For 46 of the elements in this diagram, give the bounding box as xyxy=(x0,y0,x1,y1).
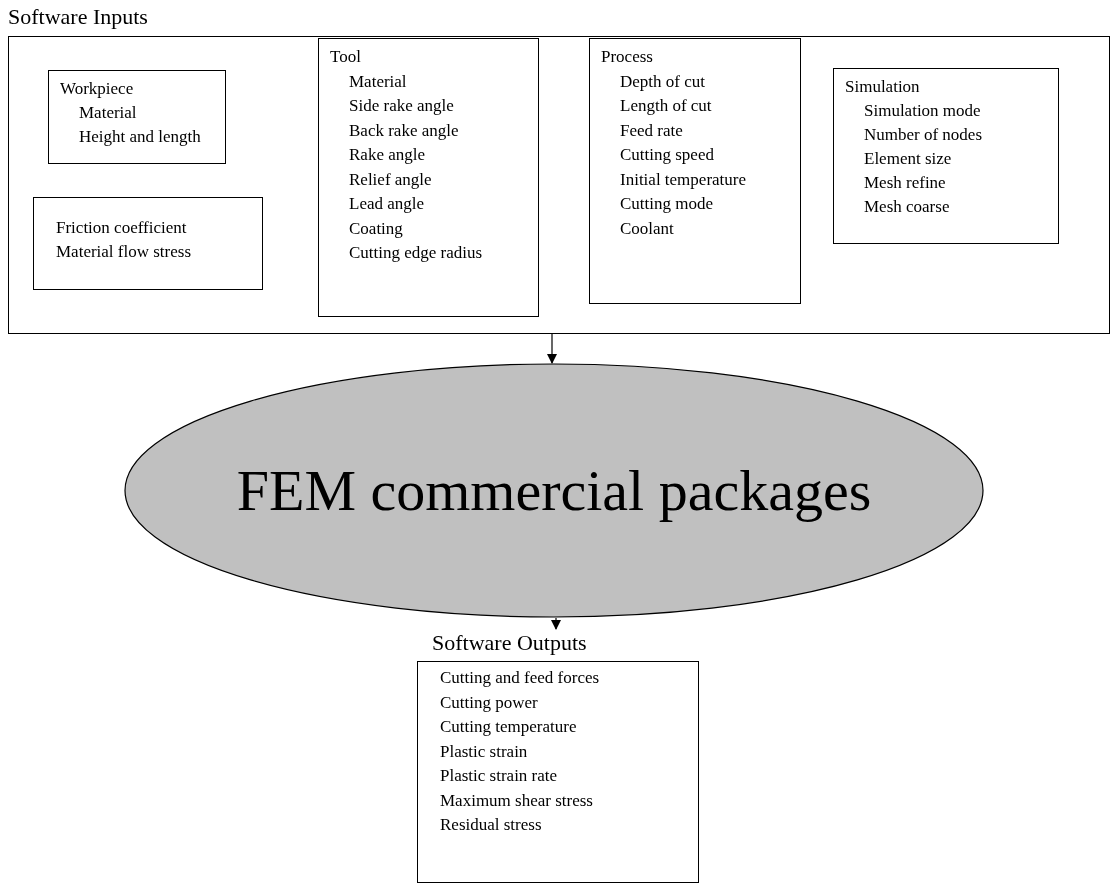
list-item: Relief angle xyxy=(349,169,432,190)
list-item: Coolant xyxy=(620,218,674,239)
panel-heading: Software Inputs xyxy=(8,4,148,30)
list-item: Length of cut xyxy=(620,96,712,116)
list-item: Plastic strain xyxy=(440,741,528,762)
list-item: Residual stress xyxy=(440,815,542,835)
ellipse-label: FEM commercial packages xyxy=(235,457,873,524)
list-box xyxy=(48,70,226,164)
list-item: Number of nodes xyxy=(864,125,983,145)
list-item: Feed rate xyxy=(620,120,683,141)
list-item: Friction coefficient xyxy=(56,218,187,238)
list-box xyxy=(318,38,539,317)
list-item: Cutting mode xyxy=(620,194,714,214)
list-item: Cutting edge radius xyxy=(349,243,483,263)
list-item: Side rake angle xyxy=(349,96,454,116)
list-item: Material xyxy=(349,71,407,92)
list-item: Initial temperature xyxy=(620,169,747,190)
box-heading: Workpiece xyxy=(60,79,134,99)
list-item: Cutting speed xyxy=(620,145,714,165)
list-box xyxy=(33,197,263,290)
list-item: Back rake angle xyxy=(349,120,459,141)
box-heading: Process xyxy=(601,47,653,67)
list-item: Mesh refine xyxy=(864,173,946,193)
list-item: Coating xyxy=(349,218,403,239)
list-item: Material flow stress xyxy=(56,242,192,262)
list-item: Lead angle xyxy=(349,194,425,214)
list-item: Simulation mode xyxy=(864,101,981,121)
list-item: Cutting power xyxy=(440,692,538,713)
box-heading: Simulation xyxy=(845,77,920,97)
box-heading: Software Outputs xyxy=(432,630,587,656)
list-item: Plastic strain rate xyxy=(440,766,558,786)
list-item: Material xyxy=(79,103,137,123)
box-heading: Tool xyxy=(330,47,361,67)
list-item: Cutting temperature xyxy=(440,717,577,737)
list-box xyxy=(589,38,801,304)
list-box xyxy=(833,68,1059,244)
process-ellipse xyxy=(124,363,984,618)
list-item: Depth of cut xyxy=(620,71,705,92)
arrow xyxy=(547,333,557,364)
list-item: Rake angle xyxy=(349,145,425,165)
list-item: Mesh coarse xyxy=(864,197,950,217)
list-item: Element size xyxy=(864,149,952,169)
list-item: Cutting and feed forces xyxy=(440,668,600,688)
list-item: Maximum shear stress xyxy=(440,790,593,811)
list-item: Height and length xyxy=(79,127,201,147)
arrow xyxy=(551,617,561,630)
